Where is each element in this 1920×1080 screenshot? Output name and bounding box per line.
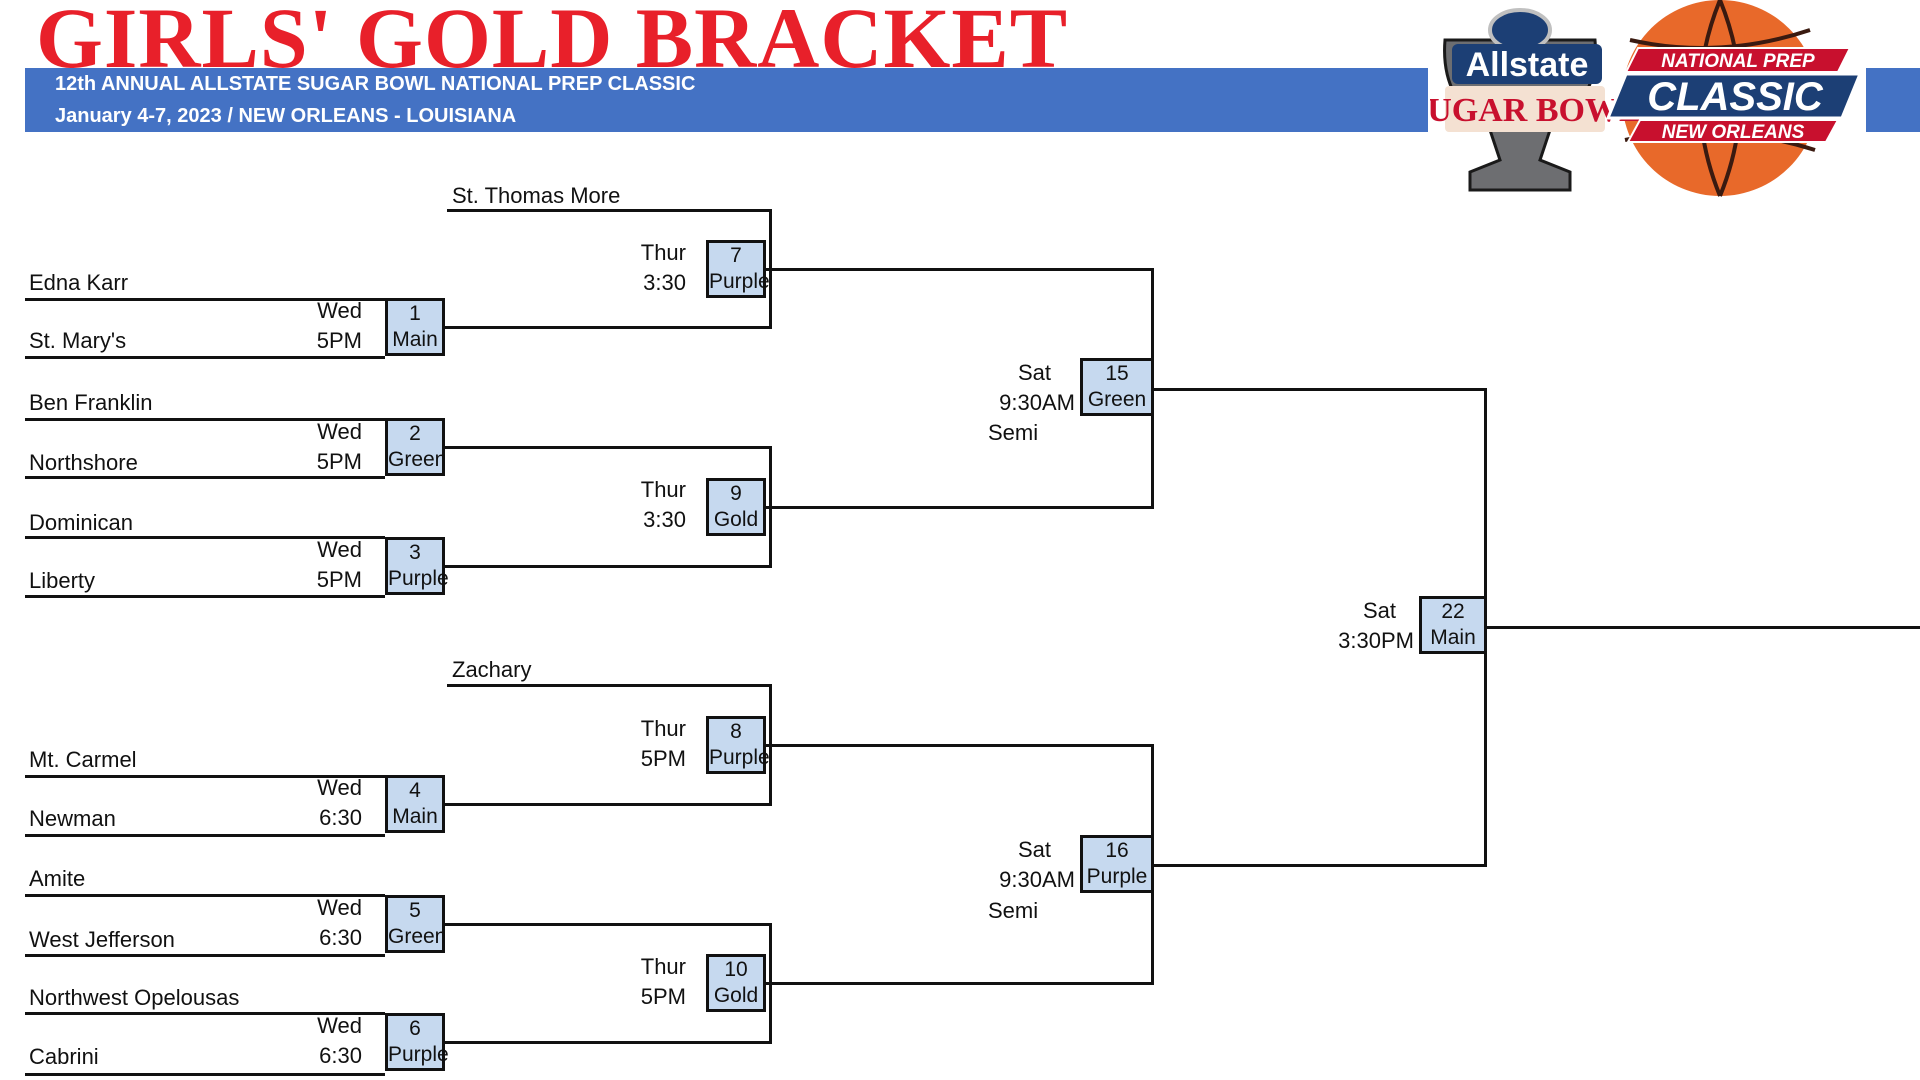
- team-mt-carmel: Mt. Carmel: [29, 747, 137, 772]
- sugar-bowl-logo: Allstate SUGAR BOWL NATIONAL PREP CLASSI…: [1430, 0, 1863, 197]
- team-ben-franklin: Ben Franklin: [29, 390, 153, 415]
- team-west-jefferson: West Jefferson: [29, 927, 175, 952]
- logo-national-prep: NATIONAL PREP: [1661, 51, 1815, 72]
- team-liberty: Liberty: [29, 568, 96, 593]
- team-amite: Amite: [29, 866, 86, 891]
- team-dominican: Dominican: [29, 510, 133, 535]
- header-band-end: [1866, 68, 1920, 132]
- game15-round: Semi: [988, 420, 1039, 445]
- team-st-marys: St. Mary's: [29, 328, 127, 353]
- event-subtitle: 12th ANNUAL ALLSTATE SUGAR BOWL NATIONAL…: [55, 73, 696, 95]
- logo-sugar-bowl: SUGAR BOWL: [1430, 92, 1642, 129]
- team-edna-karr: Edna Karr: [29, 270, 129, 295]
- event-dates: January 4-7, 2023 / NEW ORLEANS - LOUISI…: [55, 105, 517, 127]
- logo-classic: CLASSIC: [1647, 75, 1824, 119]
- team-cabrini: Cabrini: [29, 1044, 99, 1069]
- header-band: 12th ANNUAL ALLSTATE SUGAR BOWL NATIONAL…: [25, 68, 1428, 132]
- team-zachary: Zachary: [452, 657, 532, 682]
- team-northshore: Northshore: [29, 450, 138, 475]
- logo-allstate: Allstate: [1466, 46, 1589, 84]
- team-st-thomas-more: St. Thomas More: [452, 183, 621, 208]
- logo-new-orleans: NEW ORLEANS: [1662, 122, 1805, 143]
- game16-round: Semi: [988, 898, 1039, 923]
- team-northwest-opelousas: Northwest Opelousas: [29, 985, 240, 1010]
- team-newman: Newman: [29, 806, 116, 831]
